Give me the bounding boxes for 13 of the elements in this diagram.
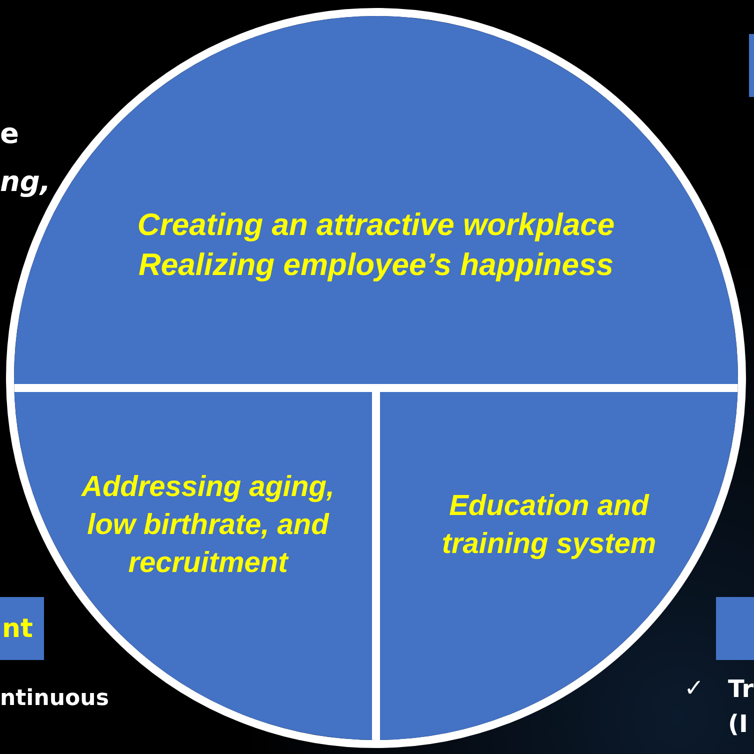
text-fragment: Tr <box>728 677 754 701</box>
label-box <box>0 597 44 660</box>
segment-label: Creating an attractive workplace Realizing employee’s happiness <box>136 206 616 284</box>
label-box <box>716 597 754 660</box>
text-fragment: ntinuous <box>0 688 109 710</box>
text-fragment: (I <box>728 712 748 736</box>
label-box <box>749 34 754 97</box>
segment-label: Education and training system <box>440 489 658 562</box>
text-fragment: e <box>0 120 19 148</box>
check-mark: ✓ <box>684 676 704 700</box>
segment-label: Addressing aging, low birthrate, and recruitment <box>80 470 336 581</box>
text-fragment: ng, <box>0 168 51 196</box>
box-label: nt <box>2 614 33 644</box>
